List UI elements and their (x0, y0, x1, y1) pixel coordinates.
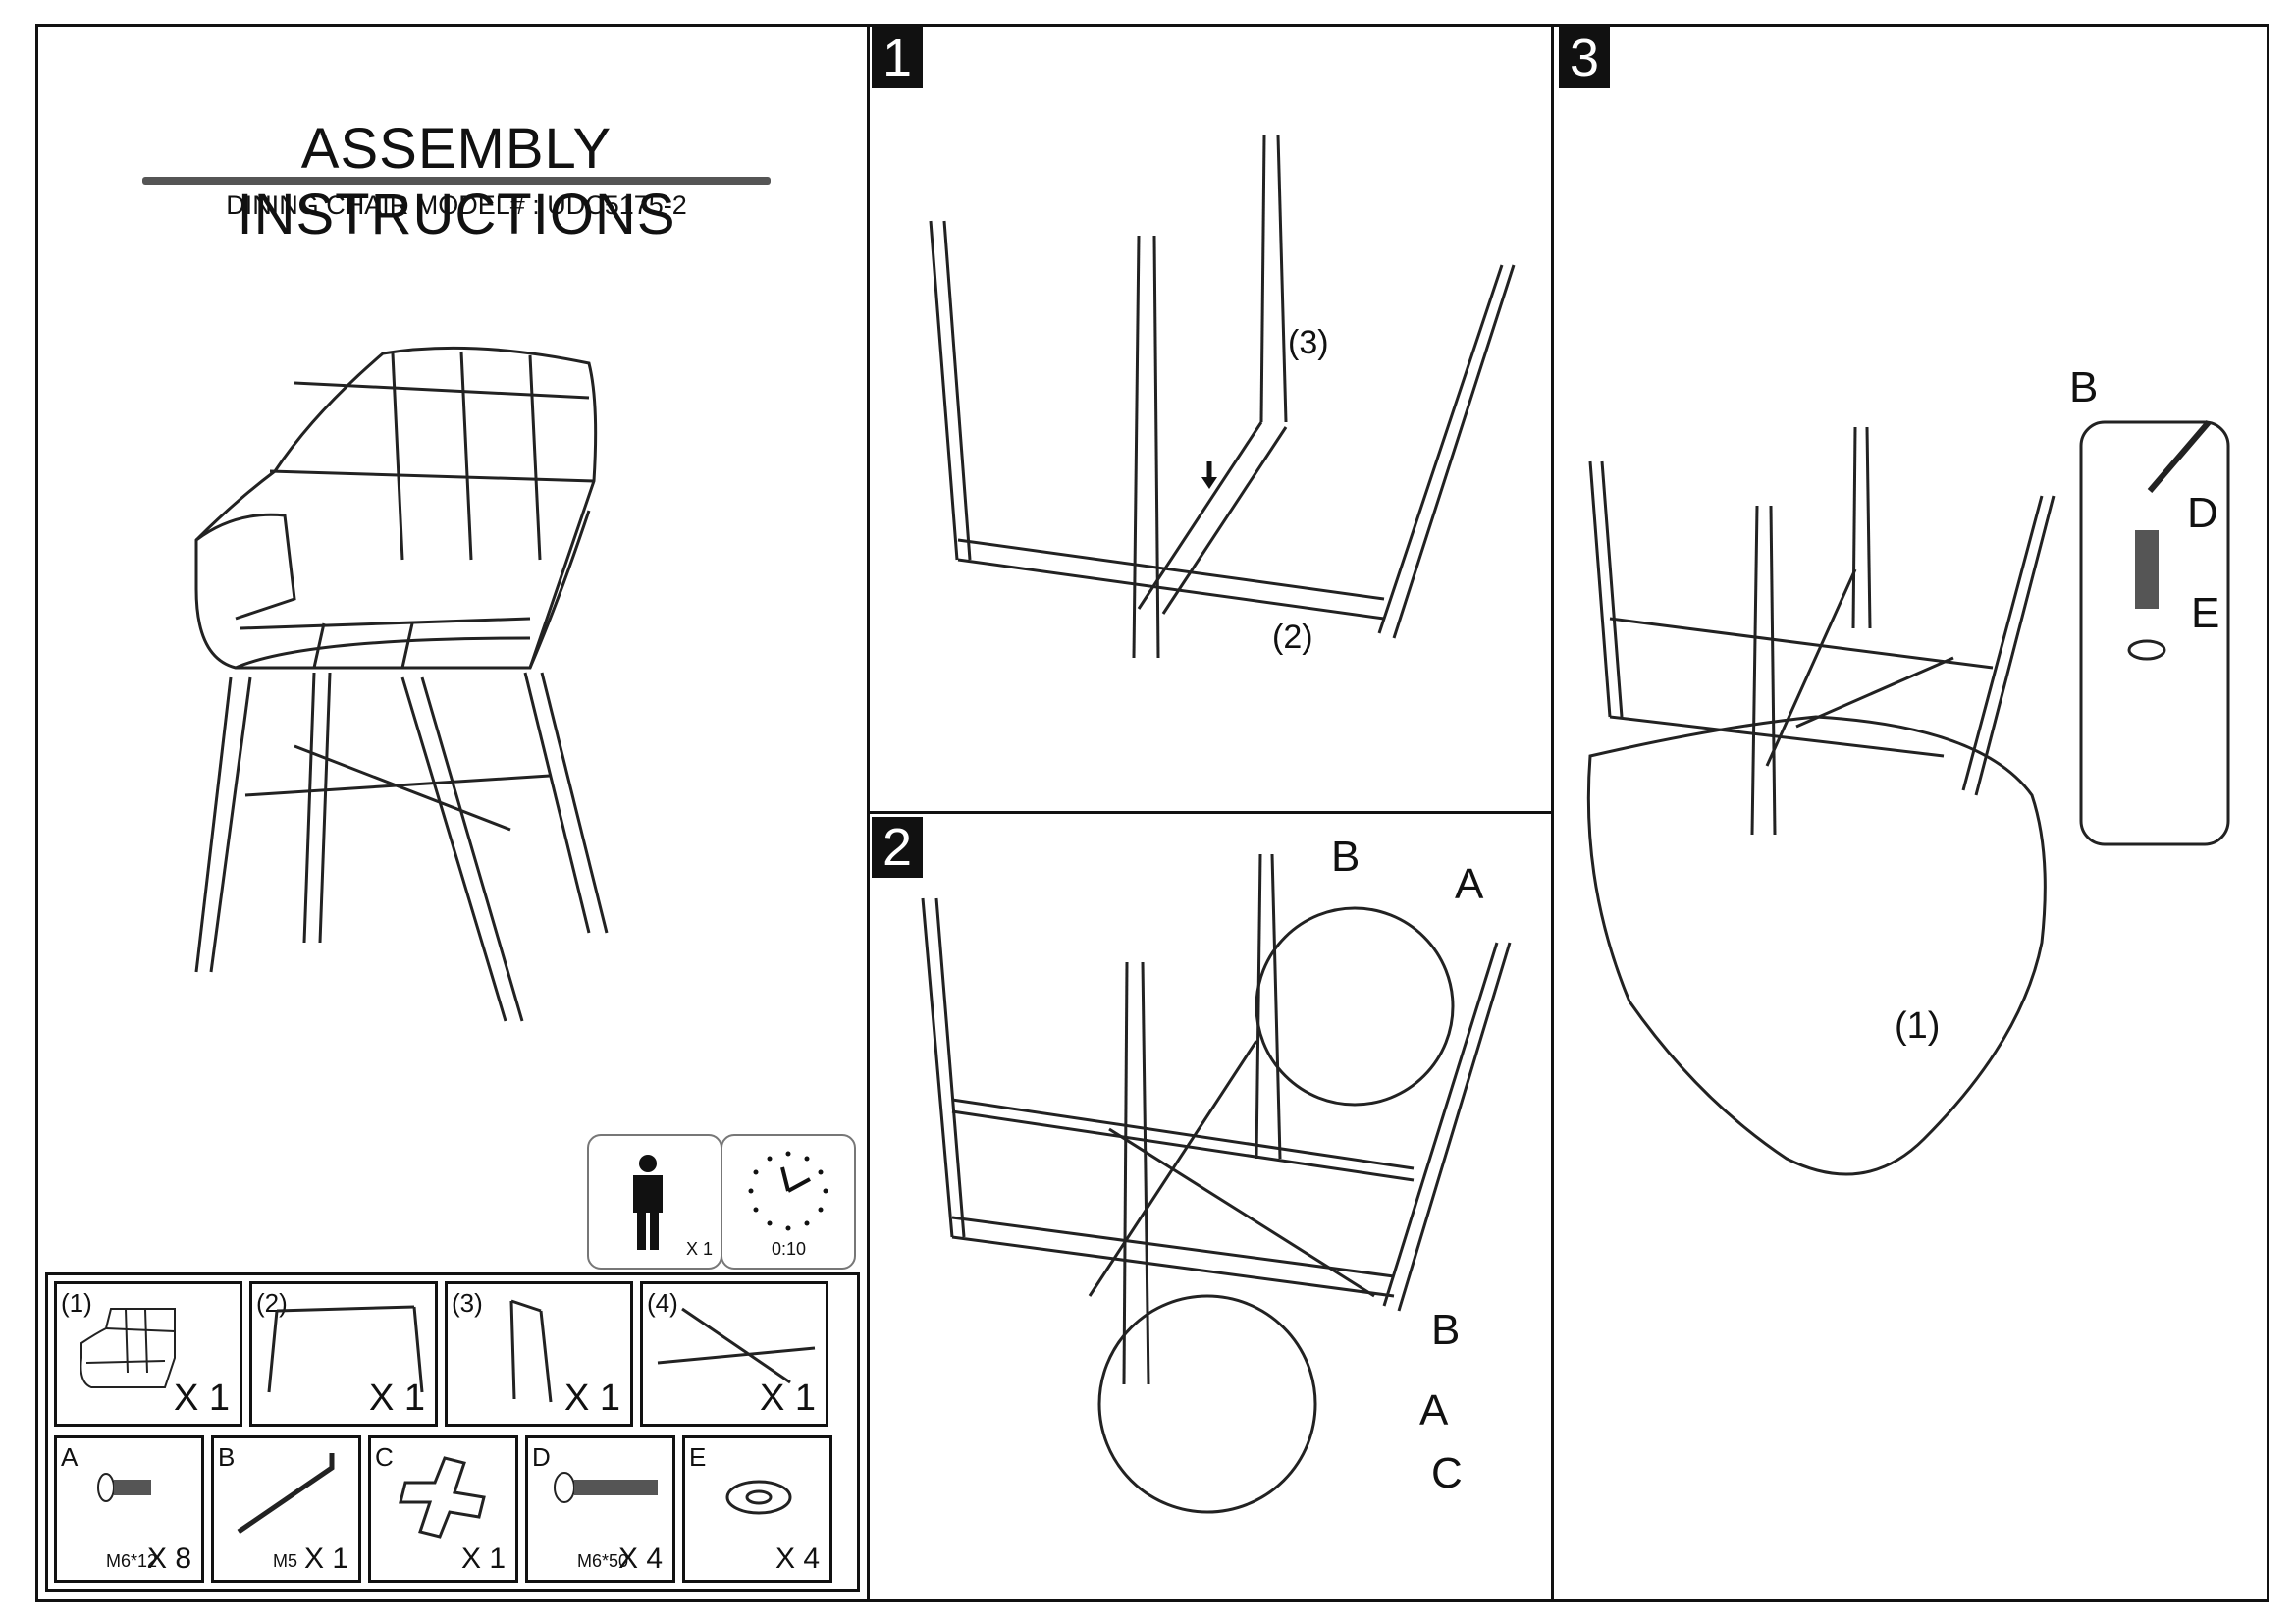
part-qty: X 1 (563, 1378, 620, 1419)
time-box: 0:10 (721, 1134, 856, 1270)
cross-bar-icon (657, 1307, 816, 1384)
long-bolt-icon (554, 1472, 658, 1503)
part-spec: M6*50 (577, 1551, 629, 1571)
chair-illustration (194, 346, 609, 1022)
part-qty: X 8 (146, 1542, 191, 1575)
step-1-callout-frame: (2) (1272, 619, 1313, 656)
bracket-icon (399, 1456, 486, 1539)
part-qty: X 1 (460, 1542, 506, 1575)
bolt-icon (97, 1473, 151, 1502)
page-title: ASSEMBLY INSTRUCTIONS (237, 117, 676, 246)
part-qty: X 1 (173, 1378, 230, 1419)
part-4-cross-bar: (4) X 1 (640, 1281, 828, 1427)
allen-key-icon (237, 1453, 335, 1535)
part-letter: B (218, 1442, 236, 1472)
rear-legs-icon (509, 1299, 553, 1403)
step-3-callout-e: E (2191, 589, 2220, 637)
hardware-a-bolt: A M6*12 X 8 (54, 1435, 204, 1583)
part-qty: X 1 (759, 1378, 816, 1419)
step-3-illustration (1586, 420, 2230, 1176)
part-2-front-legs: (2) X 1 (249, 1281, 438, 1427)
person-icon (633, 1155, 663, 1250)
people-qty: X 1 (685, 1239, 713, 1259)
part-qty: X 4 (774, 1542, 820, 1575)
step-3-callout-seat: (1) (1895, 1005, 1941, 1047)
parts-list: (1) X 1 (2) X 1 (3) X 1 (45, 1272, 860, 1592)
part-number: (3) (452, 1288, 483, 1318)
seat-icon (80, 1308, 176, 1388)
title-underline (142, 177, 771, 185)
step-1-badge: 1 (872, 27, 923, 88)
step-3-badge: 3 (1559, 27, 1610, 88)
part-spec: M5 (273, 1551, 298, 1571)
part-letter: D (532, 1442, 551, 1472)
washer-icon (725, 1480, 792, 1515)
part-number: (1) (61, 1288, 92, 1318)
instruction-sheet (35, 24, 2269, 1602)
people-count-box: X 1 (587, 1134, 722, 1270)
divider-steps (867, 811, 1554, 814)
part-qty: X 4 (617, 1542, 663, 1575)
hardware-d-long-bolt: D M6*50 X 4 (525, 1435, 675, 1583)
front-legs-icon (267, 1305, 424, 1393)
part-qty: X 1 (368, 1378, 425, 1419)
step-1-callout-legs: (3) (1288, 324, 1329, 361)
step-3-callout-d: D (2187, 489, 2218, 537)
page-subtitle: DINING CHAIR MODEL# : UDC5175-2 (226, 190, 687, 220)
step-2-callout-a-bottom: A (1419, 1386, 1449, 1434)
part-spec: M6*12 (106, 1551, 158, 1571)
part-letter: C (375, 1442, 394, 1472)
hardware-e-washer: E X 4 (682, 1435, 832, 1583)
step-2-callout-b-bottom: B (1431, 1306, 1461, 1354)
clock-icon (748, 1151, 828, 1231)
hardware-c-bracket: C X 1 (368, 1435, 518, 1583)
part-number: (4) (647, 1288, 678, 1318)
part-qty: X 1 (303, 1542, 348, 1575)
part-1-seat: (1) X 1 (54, 1281, 242, 1427)
part-number: (2) (256, 1288, 288, 1318)
step-2-badge: 2 (872, 817, 923, 878)
part-letter: A (61, 1442, 79, 1472)
step-1-illustration (929, 135, 1516, 659)
part-letter: E (689, 1442, 707, 1472)
step-2-illustration (921, 853, 1512, 1514)
step-3-callout-b: B (2069, 363, 2099, 411)
time-label: 0:10 (772, 1239, 807, 1259)
step-2-callout-c: C (1431, 1449, 1463, 1497)
hardware-b-allen-key: B M5 X 1 (211, 1435, 361, 1583)
part-3-rear-legs: (3) X 1 (445, 1281, 633, 1427)
step-2-callout-a-top: A (1455, 860, 1484, 908)
step-2-callout-b-top: B (1331, 833, 1361, 881)
